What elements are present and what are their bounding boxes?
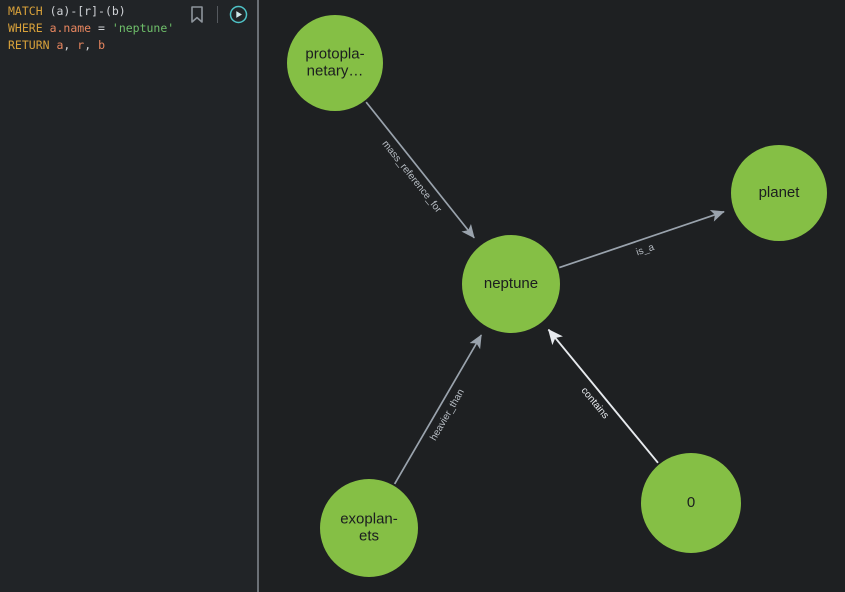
node-circle-planet[interactable] [731, 145, 827, 241]
query-editor-input[interactable]: MATCH (a)-[r]-(b)WHERE a.name = 'neptune… [8, 3, 188, 54]
panel-divider[interactable] [257, 0, 259, 592]
relationship-label-contains: contains [579, 385, 611, 421]
nodes-layer: protopla-netary… neptune planet exoplan-ets… [287, 15, 827, 577]
query-line-1: MATCH (a)-[r]-(b) [8, 3, 188, 20]
token-str: 'neptune' [111, 21, 175, 35]
run-query-button[interactable] [227, 3, 249, 25]
token-id: a.name [49, 21, 92, 35]
relationships-layer [365, 101, 725, 485]
token-kw: RETURN [8, 38, 50, 52]
toolbar-divider [217, 5, 218, 23]
node-circle-zero[interactable] [641, 453, 741, 553]
graph-node-neptune[interactable]: neptune [462, 235, 560, 333]
node-circle-exoplanets[interactable] [320, 479, 418, 577]
token-pun: , [84, 38, 99, 52]
relationship-label-is_a: is_a [635, 242, 656, 258]
graph-node-zero[interactable]: 0 [641, 453, 741, 553]
query-editor-panel: MATCH (a)-[r]-(b)WHERE a.name = 'neptune… [0, 0, 257, 592]
relationship-line-heavier_than[interactable] [393, 334, 483, 485]
token-pun: , [63, 38, 78, 52]
token-kw: MATCH [8, 4, 43, 18]
relationship-line-mass_reference_for[interactable] [365, 101, 475, 239]
token-var: r [77, 38, 85, 52]
token-kw: WHERE [8, 21, 43, 35]
token-pun: = [91, 21, 112, 35]
bookmark-glyph [191, 5, 203, 23]
editor-toolbar [186, 3, 249, 25]
graph-node-exoplanets[interactable]: exoplan-ets [320, 479, 418, 577]
graph-node-protoplanetary[interactable]: protopla-netary… [287, 15, 383, 111]
bookmark-icon[interactable] [186, 3, 208, 25]
token-var: b [98, 38, 106, 52]
token-var: a [56, 38, 64, 52]
query-line-2: WHERE a.name = 'neptune' [8, 20, 188, 37]
relationship-line-contains[interactable] [547, 328, 659, 464]
play-circle-icon [229, 5, 247, 23]
relationship-line-is_a[interactable] [559, 210, 725, 269]
query-line-3: RETURN a, r, b [8, 37, 188, 54]
node-circle-neptune[interactable] [462, 235, 560, 333]
node-circle-protoplanetary[interactable] [287, 15, 383, 111]
token-pun: (a)-[r]-(b) [49, 4, 126, 18]
relationship-label-mass_reference_for: mass_reference_for [379, 139, 443, 216]
graph-node-planet[interactable]: planet [731, 145, 827, 241]
